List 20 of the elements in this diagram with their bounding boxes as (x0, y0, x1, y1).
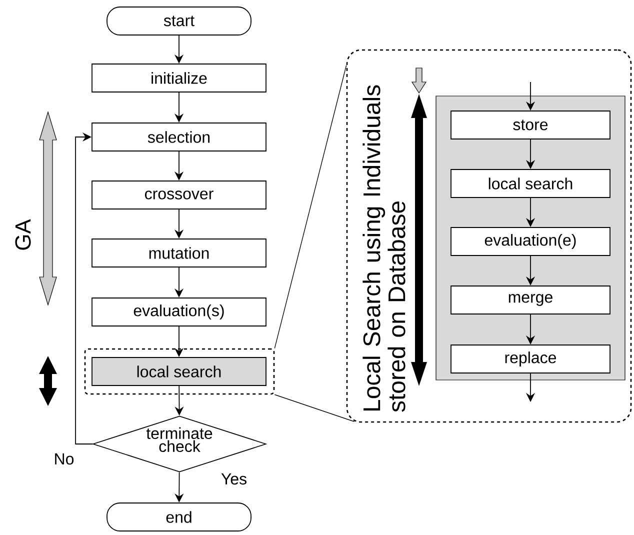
edge-label: Yes (220, 472, 248, 486)
process-box: store (450, 110, 610, 140)
process-box: evaluation(s) (92, 298, 266, 326)
process-box: evaluation(e) (450, 227, 610, 256)
edge-label: No (52, 452, 76, 466)
connector-line (274, 394, 355, 422)
axis-label: GA (15, 219, 31, 250)
dashed-group-box (84, 348, 275, 395)
process-box: initialize (92, 64, 266, 92)
arrow (75, 132, 93, 444)
process-box: selection (92, 122, 266, 152)
terminal-box: start (106, 6, 252, 36)
process-box: local search (450, 169, 610, 198)
terminal-box: end (106, 502, 252, 532)
process-box: mutation (92, 238, 266, 268)
connector-line (274, 65, 347, 349)
process-box: replace (450, 344, 610, 374)
process-box: local search (92, 357, 266, 386)
process-box: crossover (92, 180, 266, 210)
process-box: merge (450, 286, 610, 314)
